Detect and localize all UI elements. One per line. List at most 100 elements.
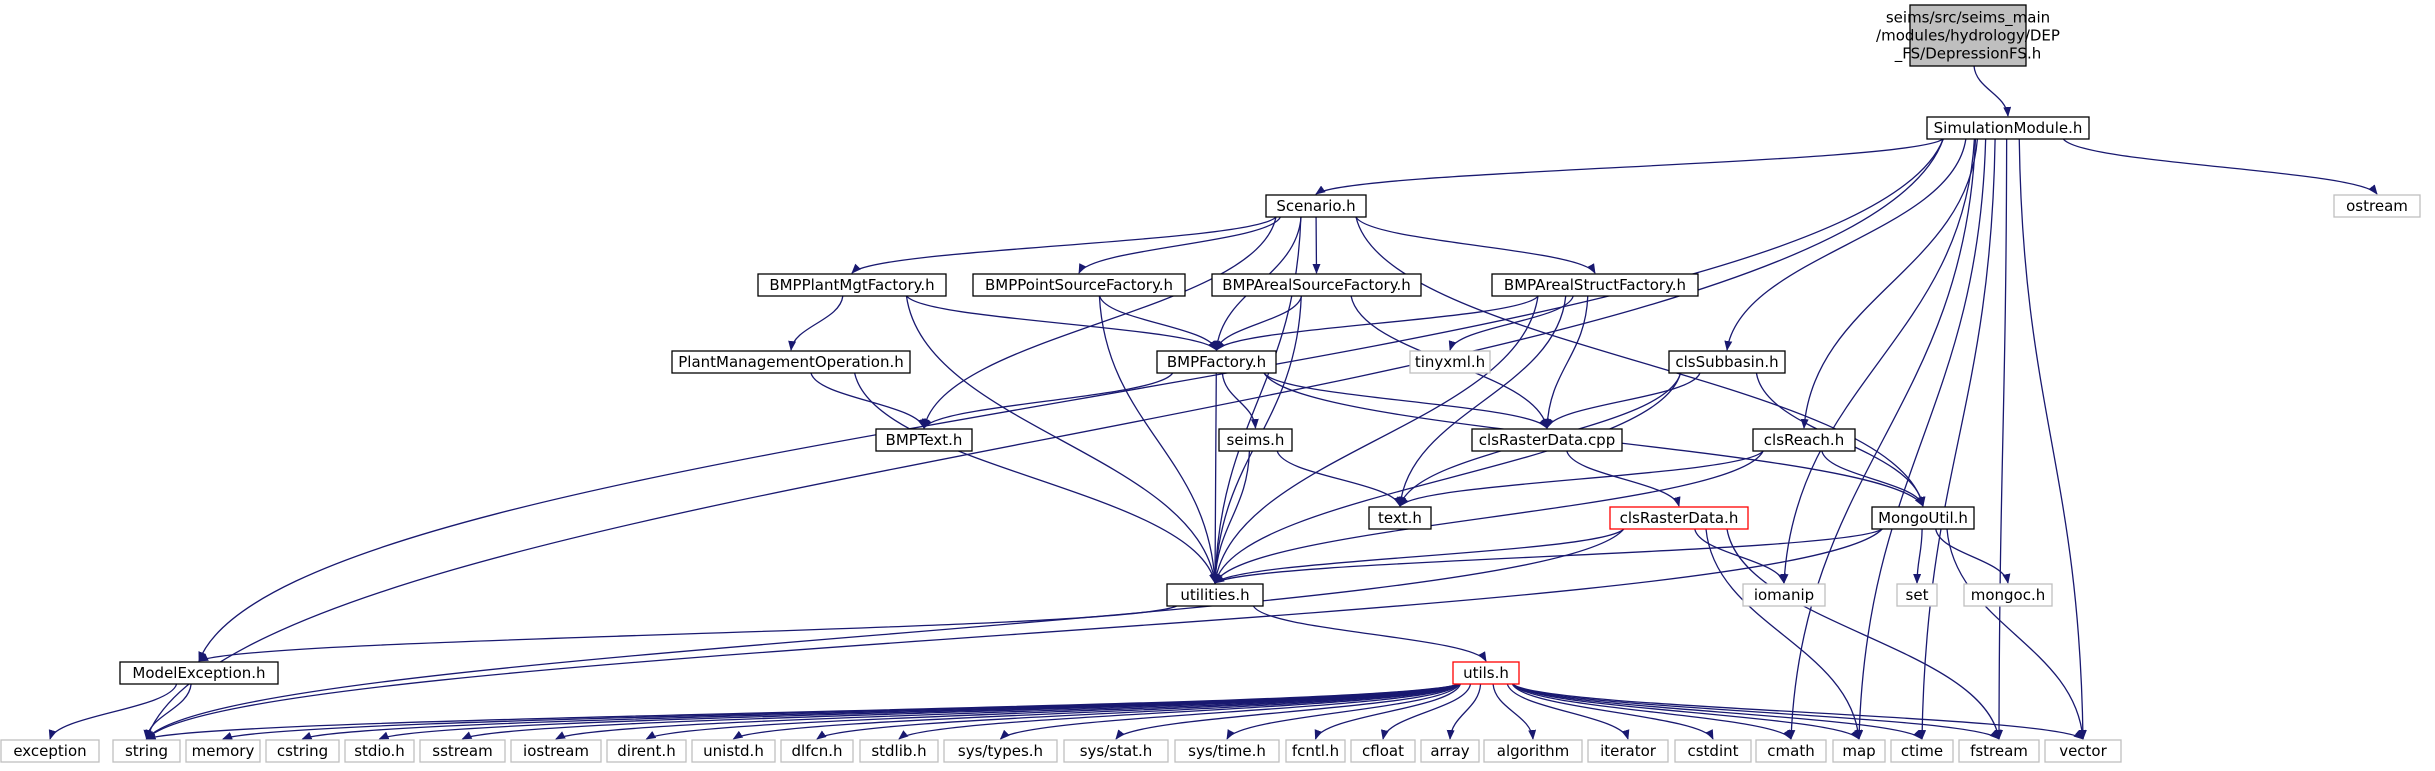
node-box [1420, 739, 1480, 763]
nodes-layer: seims/src/seims_main/modules/hydrology/D… [0, 4, 2421, 763]
node-cls-subbasin[interactable]: clsSubbasin.h [1668, 350, 1786, 374]
node-box [606, 739, 687, 763]
node-label: map [1842, 742, 1875, 760]
edge-utils-to-map [1511, 683, 1860, 740]
node-sysstat: sys/stat.h [1063, 739, 1169, 763]
node-vector: vector [2044, 739, 2122, 763]
node-box [1871, 506, 1975, 530]
node-box [1471, 428, 1623, 452]
node-label: cmath [1767, 742, 1814, 760]
node-model-exception[interactable]: ModelException.h [119, 661, 279, 685]
edge-bmpareal-source-factory-to-bmpfactory [1214, 295, 1303, 351]
node-box [119, 661, 279, 685]
edge-scenario-to-bmppoint-source-factory [1078, 216, 1282, 274]
edge-utils-to-algorithm [1492, 683, 1537, 740]
node-bmpplant-mgt-factory[interactable]: BMPPlantMgtFactory.h [757, 273, 947, 297]
edge-utils-to-dirent [645, 683, 1460, 740]
edge-seims-to-text [1276, 450, 1402, 507]
node-box [1909, 4, 2027, 67]
node-cls-raster-data-h[interactable]: clsRasterData.h [1609, 506, 1749, 530]
edge-simulation-module-to-scenario [1315, 138, 1944, 195]
edge-utils-to-string [145, 683, 1460, 740]
node-box [875, 428, 973, 452]
node-dirent: dirent.h [606, 739, 687, 763]
node-cls-reach[interactable]: clsReach.h [1752, 428, 1856, 452]
edge-cls-raster-data-h-to-string [145, 528, 1625, 740]
edge-cls-subbasin-to-utilities [1213, 372, 1682, 584]
edge-simulation-module-to-ostream [2062, 138, 2378, 195]
edge-bmpplant-mgt-factory-to-bmpfactory [906, 295, 1218, 351]
node-box [1890, 739, 1954, 763]
node-stdio: stdio.h [344, 739, 415, 763]
node-label: cstdint [1687, 742, 1738, 760]
node-bmppoint-source-factory[interactable]: BMPPointSourceFactory.h [972, 273, 1186, 297]
node-label: sys/types.h [958, 742, 1043, 760]
node-depression-fs[interactable]: seims/src/seims_main/modules/hydrology/D… [1876, 4, 2060, 67]
edge-plant-management-operation-to-bmptext [810, 372, 926, 429]
node-label: mongoc.h [1971, 586, 2046, 604]
edge-cls-raster-data-cpp-to-cls-raster-data-h [1566, 450, 1681, 507]
node-cfloat: cfloat [1350, 739, 1416, 763]
node-label: exception [13, 742, 86, 760]
node-fstream: fstream [1958, 739, 2040, 763]
edge-depression-fs-to-simulation-module [1973, 65, 2012, 117]
node-mongo-util[interactable]: MongoUtil.h [1871, 506, 1975, 530]
node-cls-raster-data-cpp[interactable]: clsRasterData.cpp [1471, 428, 1623, 452]
node-box [859, 739, 939, 763]
node-ostream: ostream [2333, 194, 2421, 218]
node-scenario[interactable]: Scenario.h [1265, 194, 1367, 218]
node-set: set [1896, 583, 1938, 607]
node-label: _FS/DepressionFS.h [1894, 45, 2041, 64]
node-utilities[interactable]: utilities.h [1166, 583, 1264, 607]
edge-utils-to-systime [1226, 683, 1461, 740]
node-label: /modules/hydrology/DEP [1876, 27, 2060, 45]
node-box [1832, 739, 1886, 763]
node-cmath: cmath [1755, 739, 1827, 763]
edge-bmpfactory-to-bmptext [923, 372, 1174, 429]
node-label: set [1906, 586, 1929, 604]
node-simulation-module[interactable]: SimulationModule.h [1926, 116, 2090, 140]
node-label: iterator [1600, 742, 1657, 760]
node-systime: sys/time.h [1174, 739, 1280, 763]
node-box [780, 739, 854, 763]
edge-mongo-util-to-utilities [1214, 528, 1883, 584]
edge-bmpplant-mgt-factory-to-utilities [905, 295, 1218, 584]
node-label: stdio.h [354, 742, 405, 760]
edge-simulation-module-to-iomanip [1780, 138, 1976, 584]
node-label: sstream [432, 742, 492, 760]
node-label: clsReach.h [1764, 431, 1844, 449]
node-bmpareal-source-factory[interactable]: BMPArealSourceFactory.h [1211, 273, 1422, 297]
node-bmpfactory[interactable]: BMPFactory.h [1156, 350, 1277, 374]
node-label: fstream [1970, 742, 2028, 760]
node-label: text.h [1378, 509, 1422, 527]
node-label: sys/time.h [1188, 742, 1266, 760]
edge-utils-to-ctime [1511, 683, 1923, 740]
node-label: PlantManagementOperation.h [678, 353, 904, 371]
node-box [1452, 661, 1520, 685]
node-box [1674, 739, 1752, 763]
node-ctime: ctime [1890, 739, 1954, 763]
node-box [1350, 739, 1416, 763]
edge-simulation-module-to-model-exception [198, 138, 1944, 662]
node-iterator: iterator [1587, 739, 1669, 763]
node-box [344, 739, 415, 763]
node-text[interactable]: text.h [1368, 506, 1432, 530]
node-fcntl: fcntl.h [1285, 739, 1346, 763]
edge-simulation-module-to-cls-subbasin [1724, 138, 1967, 351]
node-label: dirent.h [617, 742, 675, 760]
node-box [1926, 116, 2090, 140]
node-plant-management-operation[interactable]: PlantManagementOperation.h [671, 350, 911, 374]
edge-cls-subbasin-to-cls-raster-data-cpp [1546, 372, 1701, 429]
edge-bmpareal-struct-factory-to-utilities [1212, 295, 1539, 584]
node-bmptext[interactable]: BMPText.h [875, 428, 973, 452]
edge-simulation-module-to-map [1855, 138, 1987, 740]
node-utils[interactable]: utils.h [1452, 661, 1520, 685]
edge-bmpareal-struct-factory-to-text [1396, 295, 1567, 507]
node-dlfcn: dlfcn.h [780, 739, 854, 763]
edge-simulation-module-to-ctime [1918, 138, 1996, 740]
node-box [0, 739, 100, 763]
node-label: BMPArealStructFactory.h [1504, 276, 1686, 294]
node-unistd: unistd.h [691, 739, 776, 763]
node-seims[interactable]: seims.h [1218, 428, 1293, 452]
node-bmpareal-struct-factory[interactable]: BMPArealStructFactory.h [1491, 273, 1699, 297]
